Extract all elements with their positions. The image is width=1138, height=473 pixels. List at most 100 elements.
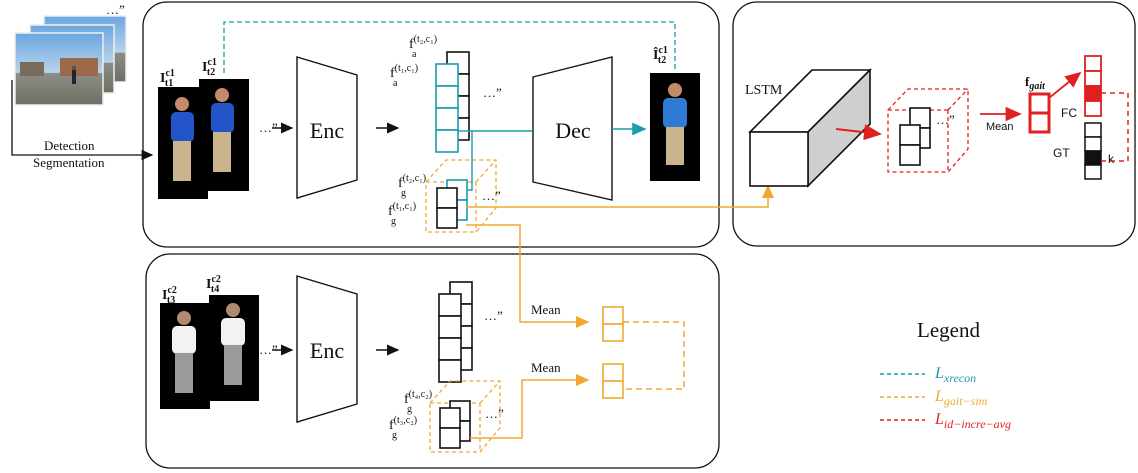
arrow-fc: [1048, 71, 1082, 99]
label-fa-t1c1: f: [390, 66, 395, 81]
bottom-panel: [145, 253, 720, 469]
legend-gait-sim-symbol: L: [934, 388, 944, 405]
recon-loss-line: [223, 21, 676, 73]
label-fa-t1c1-sub: a: [393, 78, 398, 89]
gait-sim-loss-line: [623, 321, 685, 390]
gait-to-mean-line: [466, 224, 590, 328]
label-fa-t1c1-sup: (t₁,c₁): [395, 63, 418, 74]
legend-recon-symbol: L: [934, 365, 944, 382]
label-img-t4c2-sub: t4: [211, 284, 219, 295]
label-fg-t4c2-sup: (t₄,c₂): [409, 389, 432, 400]
top-panel: [142, 1, 720, 248]
label-img-t1c1-sup: c1: [165, 68, 174, 79]
label-img-recon-sub: t2: [658, 55, 666, 66]
label-img-t4c2: I: [206, 277, 211, 292]
label-fg-t1c1-sub: g: [391, 216, 396, 227]
label-fg-t3c2-sub: g: [392, 430, 397, 441]
svg-text:f(t₁,c₁): f(t₁,c₁): [390, 63, 418, 81]
decoder: [532, 56, 613, 201]
input-dots: …”: [106, 2, 125, 17]
svg-text:f(t₁,c₁): f(t₁,c₁): [388, 201, 416, 219]
enc-bottom-ellipsis: …”: [259, 342, 278, 357]
fc-output-vector: [1084, 55, 1102, 117]
label-img-t3c2-sup: c2: [167, 285, 176, 296]
appearance-ellipsis: …”: [483, 85, 502, 100]
f-gait-feature: [1028, 92, 1051, 134]
label-fg-t3c2: f: [389, 418, 394, 433]
label-img-t1c1-sub: t1: [165, 78, 173, 89]
label-f-gait-sub: gait: [1028, 81, 1046, 92]
bottom-appearance-ellipsis: …”: [484, 308, 503, 323]
label-img-t2c1: I: [202, 60, 207, 75]
label-img-t2c1-sup: c1: [207, 57, 216, 68]
gait-bottom-ellipsis: …”: [485, 406, 504, 421]
mean-bottom-label: Mean: [531, 360, 561, 375]
right-panel: [732, 1, 1136, 247]
gait-feature-cube-top: [425, 159, 497, 233]
gait-feature-cube-bottom: [429, 380, 501, 453]
detection-arrow: [11, 80, 154, 161]
mean-feature-bottom: [602, 363, 624, 399]
gait-top-ellipsis: …”: [482, 188, 501, 203]
label-img-recon: Î: [653, 46, 658, 63]
id-cube-ellipsis: …”: [936, 112, 955, 127]
svg-text:Lxrecon: Lxrecon: [934, 365, 976, 385]
enc-top-ellipsis: …”: [259, 120, 278, 135]
legend-id-symbol: L: [934, 411, 944, 428]
id-loss-line: [1101, 92, 1129, 162]
svg-text:f(t₄,c₂): f(t₄,c₂): [404, 389, 432, 407]
label-img-t2c1-sub: t2: [207, 67, 215, 78]
lstm-label: LSTM: [745, 83, 783, 98]
legend-recon-sub: xrecon: [943, 371, 976, 385]
bottom-gait-to-mean-line: [470, 374, 590, 439]
label-fa-t2c1: f: [409, 37, 414, 52]
label-img-recon-sup: c1: [658, 45, 667, 56]
legend-gait-sim-sub: gait−sim: [944, 394, 988, 408]
svg-text:Lid−incre−avg: Lid−incre−avg: [934, 411, 1011, 431]
label-fg-t1c1: f: [388, 204, 393, 219]
k-label: k: [1108, 152, 1115, 166]
segmentation-label: Segmentation: [33, 155, 105, 170]
gt-vector: [1084, 122, 1102, 180]
svg-text:f(t₃,c₂): f(t₃,c₂): [389, 415, 417, 433]
encoder-bottom-label: Enc: [310, 338, 344, 363]
arrow-lstm-out: [835, 124, 882, 141]
bottom-appearance-stack: [438, 281, 473, 383]
image-t2c1: [199, 79, 249, 191]
appearance-feature-stack: [435, 51, 470, 153]
label-f-gait: f: [1025, 74, 1030, 89]
label-fg-t2c1-sup: (t₂,c₁): [403, 173, 426, 184]
image-reconstructed: [650, 73, 700, 181]
fc-label: FC: [1061, 106, 1077, 120]
teal-connector: [467, 130, 532, 191]
lstm-block: [748, 68, 872, 188]
decoder-label: Dec: [555, 118, 591, 143]
input-frames: [14, 15, 127, 106]
label-img-t1c1: I: [160, 71, 165, 86]
label-fg-t2c1-sub: g: [401, 188, 406, 199]
svg-text:f(t₂,c₁): f(t₂,c₁): [409, 34, 437, 52]
image-t3c2: [160, 303, 210, 409]
svg-text:fgait: fgait: [1025, 74, 1046, 92]
label-fg-t1c1-sup: (t₁,c₁): [393, 201, 416, 212]
mean-feature-top: [602, 306, 624, 342]
detection-label: Detection: [44, 138, 95, 153]
svg-text:f(t₂,c₁): f(t₂,c₁): [398, 173, 426, 191]
mean-top-label: Mean: [531, 302, 561, 317]
label-img-t3c2-sub: t3: [167, 295, 175, 306]
gait-to-lstm-line: [466, 184, 774, 208]
label-fa-t2c1-sup: (t₂,c₁): [414, 34, 437, 45]
gt-label: GT: [1053, 146, 1070, 160]
label-fa-t2c1-sub: a: [412, 49, 417, 60]
encoder-bottom: [296, 275, 358, 423]
legend-title: Legend: [917, 318, 980, 342]
label-img-t4c2-sup: c2: [211, 274, 220, 285]
label-fg-t3c2-sup: (t₃,c₂): [394, 415, 417, 426]
label-fg-t4c2: f: [404, 392, 409, 407]
label-img-t3c2: I: [162, 288, 167, 303]
label-fg-t4c2-sub: g: [407, 404, 412, 415]
